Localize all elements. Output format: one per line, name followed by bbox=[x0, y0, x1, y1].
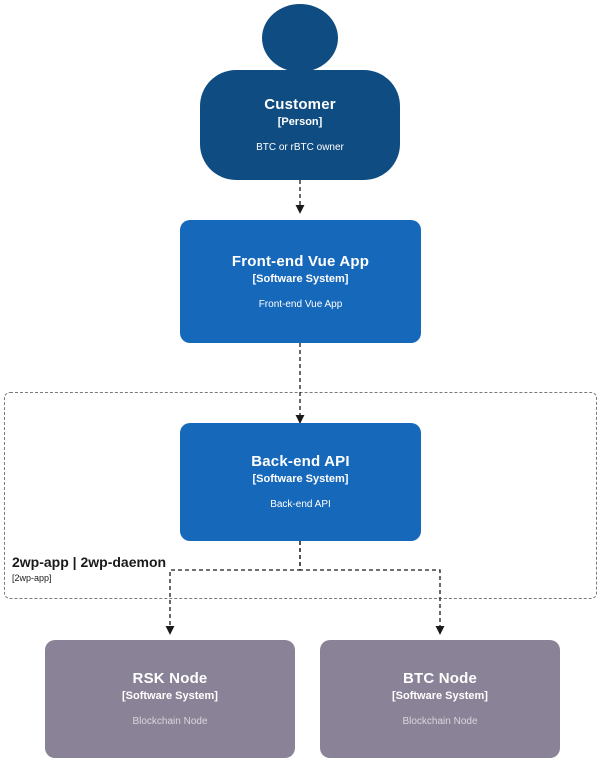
node-backend-subtitle: [Software System] bbox=[252, 473, 349, 485]
boundary-label: 2wp-app | 2wp-daemon [2wp-app] bbox=[12, 554, 166, 584]
boundary-title: 2wp-app | 2wp-daemon bbox=[12, 554, 167, 570]
boundary-subtitle: [2wp-app] bbox=[12, 573, 52, 583]
node-customer[interactable]: Customer [Person] BTC or rBTC owner bbox=[200, 70, 400, 180]
node-customer-title: Customer bbox=[264, 96, 336, 113]
node-rsk-description: Blockchain Node bbox=[132, 716, 208, 727]
node-customer-subtitle: [Person] bbox=[277, 116, 323, 128]
node-frontend-description: Front-end Vue App bbox=[258, 298, 343, 310]
node-rsk-subtitle: [Software System] bbox=[122, 690, 218, 702]
node-frontend-title: Front-end Vue App bbox=[231, 252, 370, 270]
node-btc-title: BTC Node bbox=[402, 670, 478, 687]
node-btc-subtitle: [Software System] bbox=[392, 690, 488, 702]
edge-backend-to-rsk-node bbox=[165, 541, 301, 635]
node-backend-description: Back-end API bbox=[270, 499, 331, 510]
node-btc-description: Blockchain Node bbox=[402, 716, 478, 727]
node-customer-description: BTC or rBTC owner bbox=[256, 142, 344, 153]
node-backend-title: Back-end API bbox=[251, 453, 350, 470]
edge-backend-to-btc-node bbox=[299, 541, 445, 635]
node-rsk-node[interactable]: RSK Node [Software System] Blockchain No… bbox=[45, 640, 295, 758]
customer-person-head bbox=[262, 4, 338, 72]
node-rsk-title: RSK Node bbox=[132, 670, 208, 687]
node-frontend-subtitle: [Software System] bbox=[252, 272, 349, 285]
node-backend-api[interactable]: Back-end API [Software System] Back-end … bbox=[180, 423, 421, 541]
node-btc-node[interactable]: BTC Node [Software System] Blockchain No… bbox=[320, 640, 560, 758]
node-frontend-vue-app[interactable]: Front-end Vue App [Software System] Fron… bbox=[180, 220, 421, 343]
